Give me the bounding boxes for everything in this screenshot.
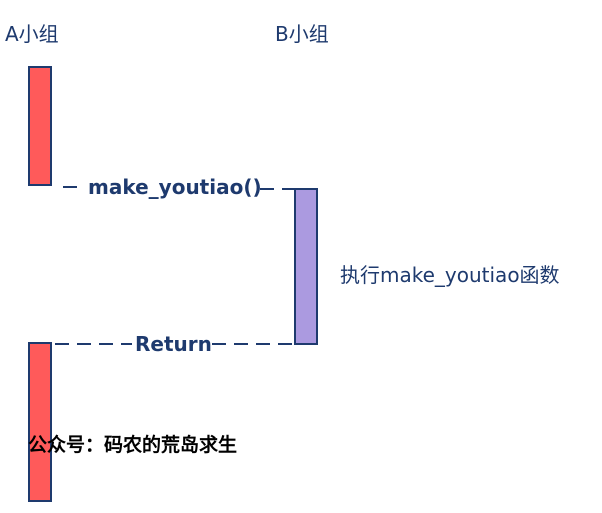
execution-note: 执行make_youtiao函数 xyxy=(340,263,560,287)
watermark: 公众号：码农的荒岛求生 xyxy=(28,434,238,456)
a-activation-bar-1 xyxy=(28,66,52,186)
a-activation-bar-2 xyxy=(28,342,52,502)
call-message-label: make_youtiao() xyxy=(88,175,262,199)
return-message-label: Return xyxy=(135,332,212,356)
participant-a-label: A小组 xyxy=(5,22,59,46)
b-activation-bar xyxy=(294,188,318,345)
participant-b-label: B小组 xyxy=(275,22,329,46)
